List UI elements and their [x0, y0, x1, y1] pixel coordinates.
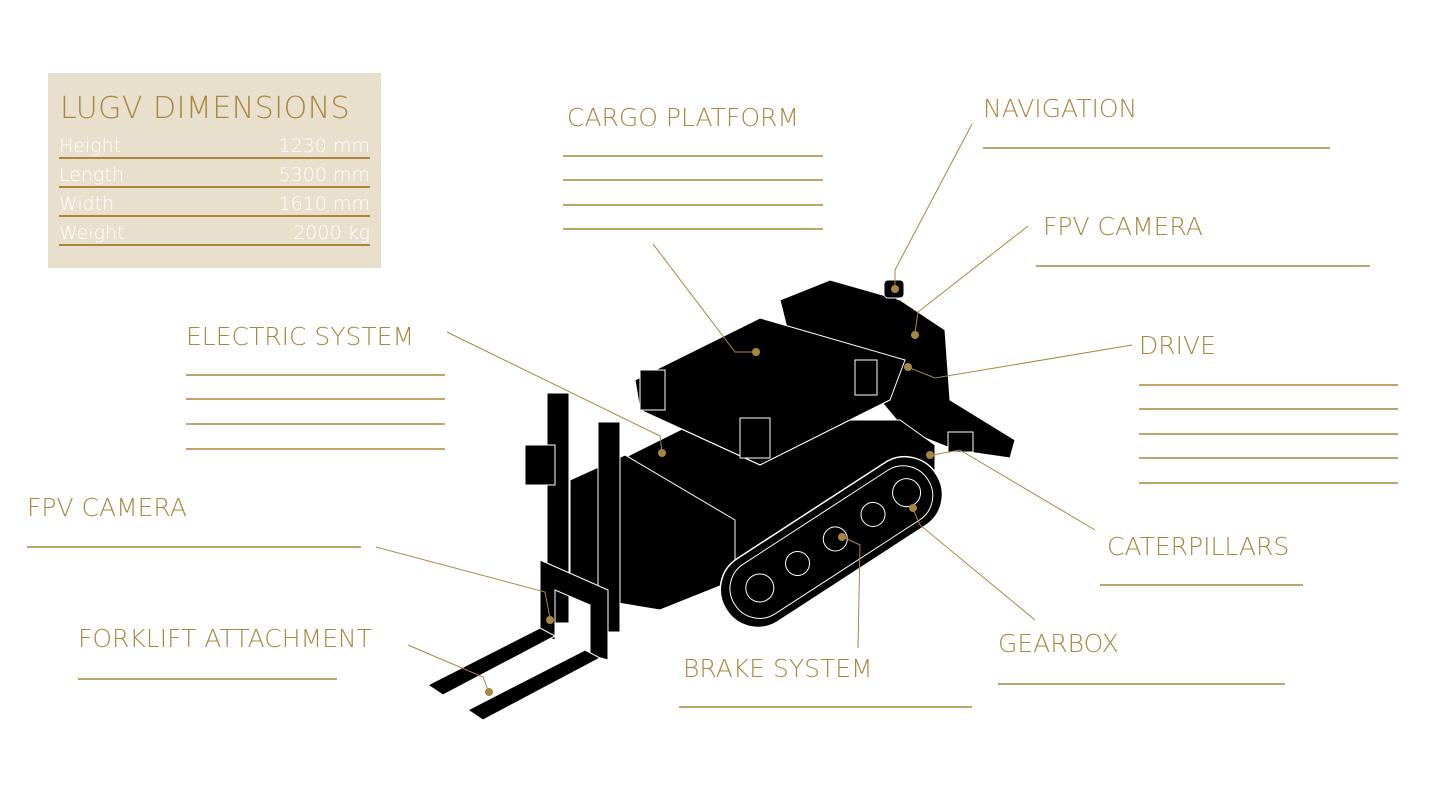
callout-brake-system: BRAKE SYSTEM	[679, 533, 972, 708]
dimension-label: Weight	[59, 222, 125, 244]
forklift-mast-right	[597, 421, 621, 633]
dimension-row-width: Width 1610 mm	[59, 187, 370, 217]
callout-electric-system: ELECTRIC SYSTEM	[186, 322, 666, 457]
dimensions-panel: LUGV DIMENSIONS Height 1230 mm Length 5300…	[48, 73, 381, 268]
callout-navigation: NAVIGATION	[891, 94, 1330, 293]
platform-bracket	[739, 417, 771, 459]
fork-left	[427, 627, 557, 696]
callout-label: CATERPILLARS	[1107, 532, 1289, 561]
dimension-value: 1230 mm	[278, 135, 370, 157]
dimension-value: 1610 mm	[278, 193, 370, 215]
callout-label: NAVIGATION	[983, 94, 1137, 123]
callout-caterpillars: CATERPILLARS	[926, 449, 1303, 586]
dimension-label: Height	[59, 135, 122, 157]
dimension-row-length: Length 5300 mm	[59, 158, 370, 188]
callout-drive: DRIVE	[904, 331, 1398, 484]
callout-label: ELECTRIC SYSTEM	[186, 322, 414, 351]
callout-label: FORKLIFT ATTACHMENT	[78, 624, 372, 653]
callout-label: FPV CAMERA	[27, 493, 187, 522]
platform-bracket	[639, 369, 666, 411]
fork-right	[467, 649, 602, 721]
callout-fpv-camera-left: FPV CAMERA	[27, 493, 554, 624]
vehicle-illustration	[427, 279, 1016, 721]
dimension-value: 5300 mm	[278, 164, 370, 186]
callout-label: BRAKE SYSTEM	[683, 654, 873, 683]
dimension-row-weight: Weight 2000 kg	[59, 216, 370, 246]
dimension-label: Width	[59, 193, 115, 215]
callout-fpv-camera-right: FPV CAMERA	[911, 212, 1370, 339]
dimensions-title: LUGV DIMENSIONS	[60, 91, 351, 126]
callout-label: GEARBOX	[998, 629, 1119, 658]
callout-forklift-attachment: FORKLIFT ATTACHMENT	[78, 624, 493, 696]
callout-gearbox: GEARBOX	[909, 504, 1285, 685]
dimension-value: 2000 kg	[293, 222, 370, 244]
caterpillar-track	[719, 455, 944, 629]
platform-bracket	[854, 359, 878, 396]
dimension-label: Length	[59, 164, 124, 186]
dimension-row-height: Height 1230 mm	[59, 129, 370, 159]
callout-label: DRIVE	[1139, 331, 1216, 360]
callout-label: FPV CAMERA	[1043, 212, 1203, 241]
callout-cargo-platform: CARGO PLATFORM	[563, 103, 823, 356]
callout-label: CARGO PLATFORM	[567, 103, 799, 132]
